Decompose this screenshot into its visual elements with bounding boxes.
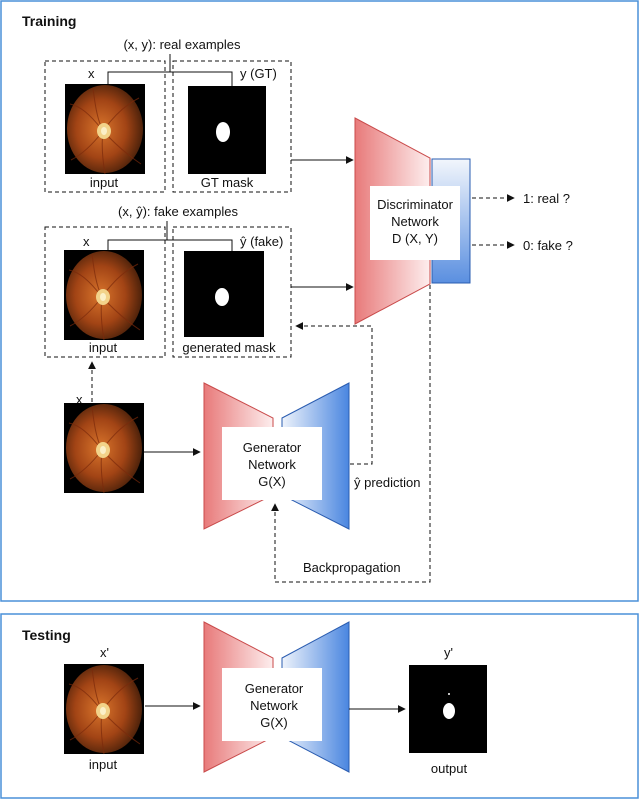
output-real-label: 1: real ? <box>523 191 570 206</box>
output-fake-label: 0: fake ? <box>523 238 573 253</box>
generator-line2: Network <box>248 457 296 472</box>
input-caption-fake: input <box>89 340 118 355</box>
discriminator-line2: Network <box>391 214 439 229</box>
y-hat-fake-label: ŷ (fake) <box>240 234 283 249</box>
generated-mask-box <box>172 226 292 358</box>
prediction-label: ŷ prediction <box>354 475 420 490</box>
x-prime-label: x' <box>100 645 109 660</box>
testing-title: Testing <box>22 627 71 643</box>
gt-mask-box <box>172 60 292 193</box>
discriminator-line1: Discriminator <box>377 197 454 212</box>
generator-line3: G(X) <box>258 474 285 489</box>
gt-mask-caption: GT mask <box>201 175 254 190</box>
x-label-fake: x <box>83 234 90 249</box>
test-output-caption: output <box>431 761 468 776</box>
fake-input-box <box>44 226 166 358</box>
real-fundus-image <box>64 83 146 175</box>
generated-mask-caption: generated mask <box>182 340 276 355</box>
source-fundus-image <box>63 402 145 494</box>
training-title: Training <box>22 13 76 29</box>
y-gt-label: y (GT) <box>240 66 277 81</box>
discriminator-line3: D (X, Y) <box>392 231 438 246</box>
x-label-real: x <box>88 66 95 81</box>
fake-fundus-image <box>63 249 145 341</box>
test-input-caption: input <box>89 757 118 772</box>
test-fundus-image <box>63 663 145 755</box>
fake-examples-label: (x, ŷ): fake examples <box>118 204 238 219</box>
generator-line1: Generator <box>243 440 302 455</box>
test-generator-line2: Network <box>250 698 298 713</box>
y-prime-label: y' <box>444 645 453 660</box>
real-input-box <box>44 60 166 193</box>
test-generator-line1: Generator <box>245 681 304 696</box>
x-source-label: x <box>76 392 83 407</box>
test-generator-line3: G(X) <box>260 715 287 730</box>
real-examples-label: (x, y): real examples <box>123 37 241 52</box>
input-caption-real: input <box>90 175 119 190</box>
backprop-label: Backpropagation <box>303 560 401 575</box>
